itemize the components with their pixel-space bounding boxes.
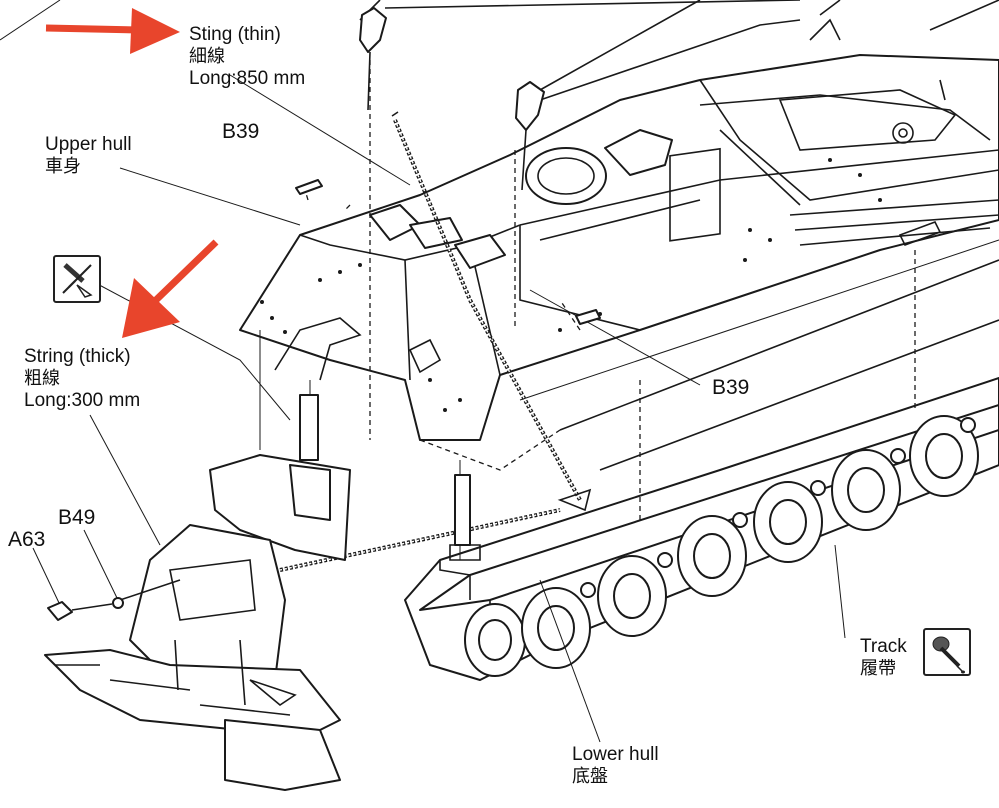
label-sting-thin-en: Sting (thin) xyxy=(189,24,281,45)
label-track-zh: 履帶 xyxy=(860,658,896,679)
label-sting-thin: Sting (thin) 細線 Long:850 mm xyxy=(189,24,305,90)
red-arrow-top xyxy=(45,8,180,54)
label-sting-thin-zh: 細線 xyxy=(189,46,225,67)
part-code-b49: B49 xyxy=(58,506,96,529)
label-upper-hull-zh: 車身 xyxy=(45,156,81,177)
label-track: Track 履帶 xyxy=(860,636,907,680)
label-lower-hull-en: Lower hull xyxy=(572,744,659,765)
label-lower-hull-zh: 底盤 xyxy=(572,766,608,787)
track-wheels xyxy=(464,415,979,677)
label-string-thick-length: Long:300 mm xyxy=(24,390,141,411)
part-code-b39-top: B39 xyxy=(222,120,260,143)
crane-wires xyxy=(359,0,999,191)
glue-bottle-icon xyxy=(923,628,971,676)
label-sting-thin-length: Long:850 mm xyxy=(189,68,306,89)
part-code-a63: A63 xyxy=(8,528,46,551)
label-string-thick-zh: 粗線 xyxy=(24,368,60,389)
red-arrow-left xyxy=(122,239,219,338)
label-string-thick: String (thick) 粗線 Long:300 mm xyxy=(24,346,140,412)
part-code-b39-right: B39 xyxy=(712,376,750,399)
tow-ropes xyxy=(279,119,592,572)
dozer-blade-assembly xyxy=(44,394,481,791)
label-upper-hull: Upper hull 車身 xyxy=(45,134,132,178)
no-cut-wire-icon xyxy=(53,255,101,303)
leader-lines xyxy=(0,0,846,743)
label-string-thick-en: String (thick) xyxy=(24,346,131,367)
upper-hull-drawing xyxy=(239,54,999,441)
label-lower-hull: Lower hull 底盤 xyxy=(572,744,659,788)
label-track-en: Track xyxy=(860,636,907,657)
label-upper-hull-en: Upper hull xyxy=(45,134,132,155)
small-parts xyxy=(295,111,601,325)
